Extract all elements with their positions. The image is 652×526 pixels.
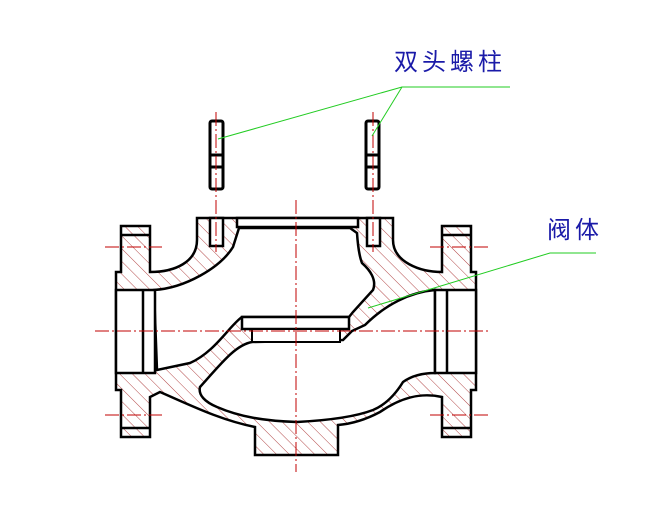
body-leader bbox=[367, 252, 596, 309]
flange-ear-lines bbox=[121, 233, 471, 430]
inlet-cavity bbox=[152, 226, 376, 372]
leader-lines bbox=[217, 86, 596, 309]
centerlines bbox=[95, 112, 490, 472]
outlet-cavity bbox=[198, 288, 437, 424]
valve-body-label: 阀体 bbox=[547, 216, 603, 244]
stud-label: 双头螺柱 bbox=[394, 48, 506, 76]
stud-leader bbox=[217, 86, 510, 140]
stud-leader-branch bbox=[371, 86, 403, 137]
bonnet-top-face bbox=[235, 216, 360, 229]
